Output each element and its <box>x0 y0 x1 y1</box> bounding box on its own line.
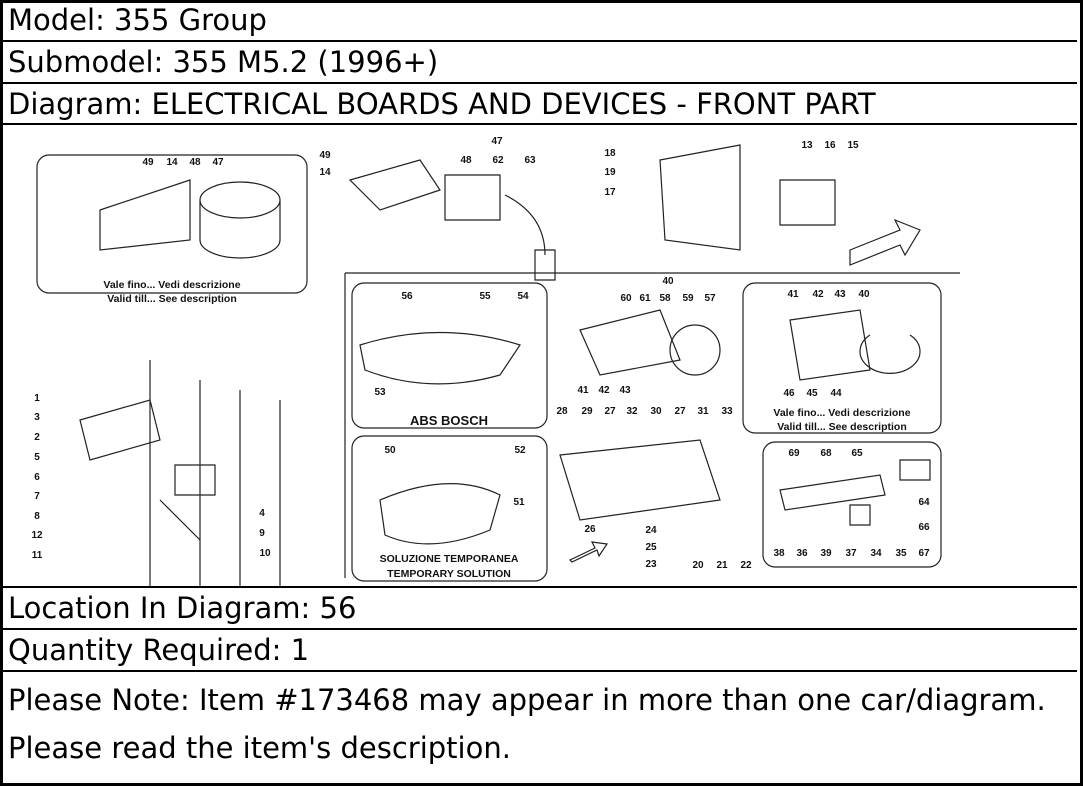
submodel-row: Submodel: 355 M5.2 (1996+) <box>0 42 1077 84</box>
diagram-title-row: Diagram: ELECTRICAL BOARDS AND DEVICES -… <box>0 84 1077 125</box>
callout-41: 41 <box>787 289 799 300</box>
location-row: Location In Diagram: 56 <box>0 588 1077 630</box>
callout-21: 21 <box>716 560 728 571</box>
callout-55: 55 <box>479 291 491 302</box>
callout-54: 54 <box>517 291 529 302</box>
callout-25: 25 <box>645 542 657 553</box>
callout-22: 22 <box>740 560 752 571</box>
caption-valid-till-2: Valid till... See description <box>777 421 907 433</box>
quantity-row: Quantity Required: 1 <box>0 630 1077 672</box>
callout-20: 20 <box>692 560 704 571</box>
caption-vale-fino-2: Vale fino... Vedi descrizione <box>773 407 910 419</box>
caption-temporary: TEMPORARY SOLUTION <box>387 568 511 580</box>
callout-33: 33 <box>721 406 733 417</box>
callout-44: 44 <box>830 388 842 399</box>
callout-69: 69 <box>788 448 800 459</box>
panel-connectors <box>762 441 942 568</box>
callout-56: 56 <box>401 291 413 302</box>
callout-19: 19 <box>604 167 616 178</box>
callout-49: 49 <box>319 150 331 161</box>
callout-15: 15 <box>847 140 859 151</box>
callout-58: 58 <box>659 293 671 304</box>
callout-48: 48 <box>460 155 472 166</box>
callout-68: 68 <box>820 448 832 459</box>
callout-43: 43 <box>619 385 631 396</box>
callout-29: 29 <box>581 406 593 417</box>
callout-32: 32 <box>626 406 638 417</box>
caption-abs-bosch: ABS BOSCH <box>410 413 488 428</box>
callout-10: 10 <box>259 548 271 559</box>
callout-52: 52 <box>514 445 526 456</box>
callout-7: 7 <box>34 491 40 502</box>
callout-9: 9 <box>259 528 265 539</box>
callout-47: 47 <box>212 157 224 168</box>
caption-soluzione: SOLUZIONE TEMPORANEA <box>380 553 519 565</box>
callout-23: 23 <box>645 559 657 570</box>
callout-49: 49 <box>142 157 154 168</box>
callout-16: 16 <box>824 140 836 151</box>
callout-46: 46 <box>783 388 795 399</box>
callout-61: 61 <box>639 293 651 304</box>
callout-2: 2 <box>34 432 40 443</box>
callout-67: 67 <box>918 548 930 559</box>
callout-26: 26 <box>584 524 596 535</box>
model-row: Model: 355 Group <box>0 0 1077 42</box>
callout-37: 37 <box>845 548 857 559</box>
callout-57: 57 <box>704 293 716 304</box>
callout-4: 4 <box>259 508 265 519</box>
callout-6: 6 <box>34 472 40 483</box>
caption-valid-till-1: Valid till... See description <box>107 293 237 305</box>
callout-27: 27 <box>674 406 686 417</box>
callout-48: 48 <box>189 157 201 168</box>
callout-13: 13 <box>801 140 813 151</box>
callout-5: 5 <box>34 452 40 463</box>
callout-59: 59 <box>682 293 694 304</box>
callout-51: 51 <box>513 497 525 508</box>
callout-17: 17 <box>604 187 616 198</box>
callout-64: 64 <box>918 497 930 508</box>
callout-66: 66 <box>918 522 930 533</box>
panel-sensor <box>36 154 308 294</box>
callout-30: 30 <box>650 406 662 417</box>
callout-35: 35 <box>895 548 907 559</box>
caption-vale-fino-1: Vale fino... Vedi descrizione <box>103 279 240 291</box>
callout-27: 27 <box>604 406 616 417</box>
callout-12: 12 <box>31 530 43 541</box>
callout-24: 24 <box>645 525 657 536</box>
panel-temporary <box>351 435 548 582</box>
callout-31: 31 <box>697 406 709 417</box>
callout-63: 63 <box>524 155 536 166</box>
callout-45: 45 <box>806 388 818 399</box>
callout-3: 3 <box>34 412 40 423</box>
callout-50: 50 <box>384 445 396 456</box>
callout-18: 18 <box>604 148 616 159</box>
panel-abs-bosch <box>351 282 548 429</box>
callout-43: 43 <box>834 289 846 300</box>
callout-40: 40 <box>662 276 674 287</box>
callout-38: 38 <box>773 548 785 559</box>
callout-39: 39 <box>820 548 832 559</box>
callout-41: 41 <box>577 385 589 396</box>
group-bracket <box>344 272 960 578</box>
callout-1: 1 <box>34 393 40 404</box>
note-row: Please Note: Item #173468 may appear in … <box>8 683 1046 765</box>
callout-14: 14 <box>319 167 331 178</box>
callout-28: 28 <box>556 406 568 417</box>
callout-42: 42 <box>598 385 610 396</box>
callout-53: 53 <box>374 387 386 398</box>
panel-relay <box>742 282 942 434</box>
callout-14: 14 <box>166 157 178 168</box>
callout-42: 42 <box>812 289 824 300</box>
callout-60: 60 <box>620 293 632 304</box>
callout-34: 34 <box>870 548 882 559</box>
callout-36: 36 <box>796 548 808 559</box>
callout-47: 47 <box>491 136 503 147</box>
callout-8: 8 <box>34 511 40 522</box>
callout-62: 62 <box>492 155 504 166</box>
callout-40: 40 <box>858 289 870 300</box>
callout-11: 11 <box>32 550 43 561</box>
callout-65: 65 <box>851 448 863 459</box>
